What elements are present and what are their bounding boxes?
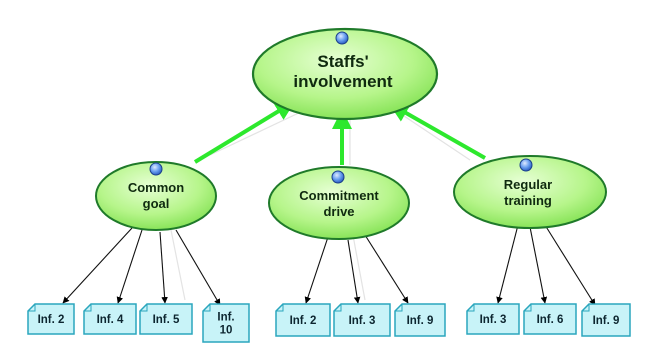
factor-node-ellipse <box>453 155 607 229</box>
informant-label: Inf. 3 <box>349 315 376 327</box>
informant-box[interactable]: Inf. 9 <box>581 303 631 337</box>
informant-label: Inf. 9 <box>593 315 620 327</box>
informant-box-fold <box>395 304 403 312</box>
informant-box[interactable]: Inf. 6 <box>523 303 577 335</box>
informant-box-shape <box>394 303 446 337</box>
informant-box-fold <box>203 304 211 312</box>
factor-label-line2: goal <box>143 196 170 211</box>
informant-box[interactable]: Inf. 4 <box>83 303 137 335</box>
informant-box-fold <box>467 304 475 312</box>
factor-to-informant-arrows <box>62 224 596 306</box>
informant-box[interactable]: Inf. 3 <box>466 303 520 335</box>
lightbulb-icon <box>149 162 163 176</box>
factor-node-commitment-drive[interactable]: Commitment drive <box>268 166 410 240</box>
informant-box-fold <box>84 304 92 312</box>
informant-box[interactable]: Inf. 9 <box>394 303 446 337</box>
root-title-line2: involvement <box>293 72 393 91</box>
informant-box-shape <box>333 303 391 337</box>
lightbulb-icon <box>519 158 533 172</box>
informant-box-shape <box>27 303 75 335</box>
arrow-common-goal <box>193 100 296 164</box>
root-title-line1: Staffs' <box>317 52 368 71</box>
informant-label: Inf. 2 <box>290 315 317 327</box>
informant-label: Inf. 6 <box>537 314 564 326</box>
informant-box-shape <box>275 303 331 337</box>
lightbulb-icon <box>331 170 345 184</box>
factor-label-line2: training <box>504 193 552 208</box>
informant-label: Inf. 5 <box>153 314 180 326</box>
factor-label-line1: Common <box>128 180 184 195</box>
informant-label: Inf. 9 <box>407 315 434 327</box>
factor-node-common-goal[interactable]: Common goal <box>95 161 217 231</box>
informant-box[interactable]: Inf.10 <box>202 303 250 343</box>
informant-label: 10 <box>220 325 233 337</box>
factor-label-line2: drive <box>323 204 354 219</box>
factor-node-ellipse <box>268 166 410 240</box>
informant-box[interactable]: Inf. 3 <box>333 303 391 337</box>
factor-node-ellipse <box>95 161 217 231</box>
informant-box[interactable]: Inf. 2 <box>275 303 331 337</box>
factor-label-line1: Commitment <box>299 188 379 203</box>
informant-box-fold <box>28 304 36 312</box>
informant-label: Inf. 2 <box>38 314 65 326</box>
informant-box-fold <box>276 304 284 312</box>
informant-box-fold <box>334 304 342 312</box>
informant-box[interactable]: Inf. 2 <box>27 303 75 335</box>
arrow-regular-training <box>388 103 486 160</box>
informant-box-fold <box>524 304 532 312</box>
root-node-ellipse <box>251 27 439 121</box>
informant-box-fold <box>140 304 148 312</box>
informant-box-shape <box>581 303 631 337</box>
informant-box-shape <box>83 303 137 335</box>
informant-label: Inf. 3 <box>480 314 507 326</box>
informant-label: Inf. 4 <box>97 314 124 326</box>
informant-box-fold <box>582 304 590 312</box>
informant-box-shape <box>523 303 577 335</box>
root-node[interactable]: Staffs' involvement <box>251 27 439 121</box>
factor-node-regular-training[interactable]: Regular training <box>453 155 607 229</box>
lightbulb-icon <box>335 31 349 45</box>
factor-to-root-arrows <box>193 100 486 165</box>
factor-label-line1: Regular <box>504 177 552 192</box>
informant-box[interactable]: Inf. 5 <box>139 303 193 335</box>
informant-box-shape <box>466 303 520 335</box>
informant-box-shape <box>202 303 250 343</box>
informant-leaves: Inf. 2 Inf. 4 Inf. 5 Inf.10 Inf. 2 Inf. 3 Inf.… <box>27 303 631 343</box>
informant-box-shape <box>139 303 193 335</box>
informant-label: Inf. <box>217 312 234 324</box>
